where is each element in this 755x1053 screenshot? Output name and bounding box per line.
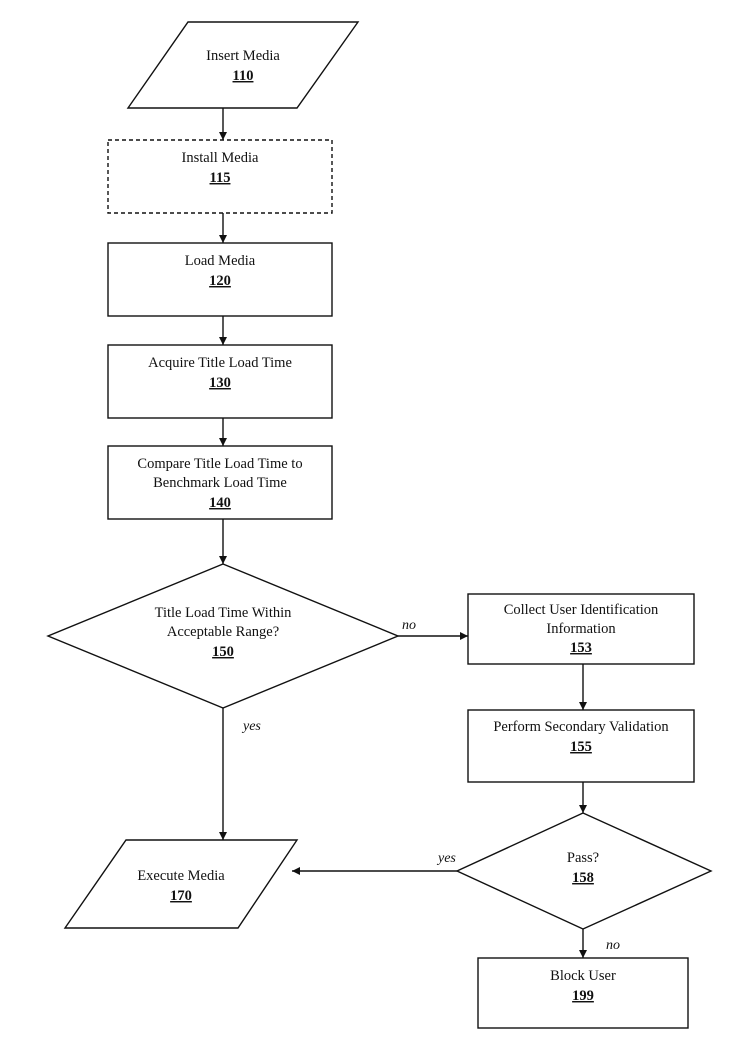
execute-media-ref: 170 bbox=[170, 888, 192, 904]
block-user-ref: 199 bbox=[572, 988, 594, 1004]
node-acquire-title-load-time: Acquire Title Load Time 130 bbox=[107, 344, 333, 419]
pass-check-label: Pass? bbox=[567, 850, 599, 866]
insert-media-label: Insert Media bbox=[206, 48, 280, 64]
collect-user-info-ref: 153 bbox=[570, 640, 592, 656]
node-execute-media: Execute Media 170 bbox=[63, 839, 299, 929]
node-pass-check: Pass? 158 bbox=[455, 812, 713, 930]
node-compare-load-time: Compare Title Load Time to Benchmark Loa… bbox=[107, 445, 333, 520]
node-secondary-validation: Perform Secondary Validation 155 bbox=[467, 709, 695, 783]
compare-load-time-ref: 140 bbox=[209, 495, 231, 511]
collect-user-info-label-line2: Information bbox=[546, 621, 616, 637]
secondary-validation-label: Perform Secondary Validation bbox=[493, 719, 669, 735]
node-install-media: Install Media 115 bbox=[107, 139, 333, 214]
insert-media-shape bbox=[126, 21, 360, 109]
load-media-shape bbox=[107, 242, 333, 317]
acquire-title-load-time-ref: 130 bbox=[209, 375, 231, 391]
block-user-shape bbox=[477, 957, 689, 1029]
edge-label-range-yes: yes bbox=[241, 719, 261, 734]
install-media-ref: 115 bbox=[210, 170, 231, 186]
node-insert-media: Insert Media 110 bbox=[126, 21, 360, 109]
install-media-label: Install Media bbox=[182, 150, 259, 166]
node-load-media: Load Media 120 bbox=[107, 242, 333, 317]
edge-label-range-no: no bbox=[402, 618, 416, 633]
block-user-label: Block User bbox=[550, 968, 616, 984]
edge-label-pass-yes: yes bbox=[436, 851, 456, 866]
execute-media-label: Execute Media bbox=[137, 868, 225, 884]
node-within-range: Title Load Time Within Acceptable Range?… bbox=[46, 563, 400, 709]
load-media-ref: 120 bbox=[209, 273, 231, 289]
within-range-label-line1: Title Load Time Within bbox=[155, 605, 293, 621]
insert-media-ref: 110 bbox=[233, 68, 254, 84]
compare-load-time-label-line1: Compare Title Load Time to bbox=[137, 456, 302, 472]
compare-load-time-label-line2: Benchmark Load Time bbox=[153, 475, 287, 491]
secondary-validation-shape bbox=[467, 709, 695, 783]
node-collect-user-info: Collect User Identification Information … bbox=[467, 593, 695, 665]
collect-user-info-shape bbox=[467, 593, 695, 665]
pass-check-ref: 158 bbox=[572, 870, 594, 886]
execute-media-shape bbox=[63, 839, 299, 929]
load-media-label: Load Media bbox=[185, 253, 256, 269]
within-range-ref: 150 bbox=[212, 644, 234, 660]
compare-load-time-shape bbox=[107, 445, 333, 520]
node-block-user: Block User 199 bbox=[477, 957, 689, 1029]
secondary-validation-ref: 155 bbox=[570, 739, 592, 755]
install-media-shape bbox=[107, 139, 333, 214]
acquire-title-load-time-label: Acquire Title Load Time bbox=[148, 355, 292, 371]
edge-label-pass-no: no bbox=[606, 938, 620, 953]
acquire-title-load-time-shape bbox=[107, 344, 333, 419]
within-range-label-line2: Acceptable Range? bbox=[167, 624, 279, 640]
collect-user-info-label-line1: Collect User Identification bbox=[504, 602, 659, 618]
